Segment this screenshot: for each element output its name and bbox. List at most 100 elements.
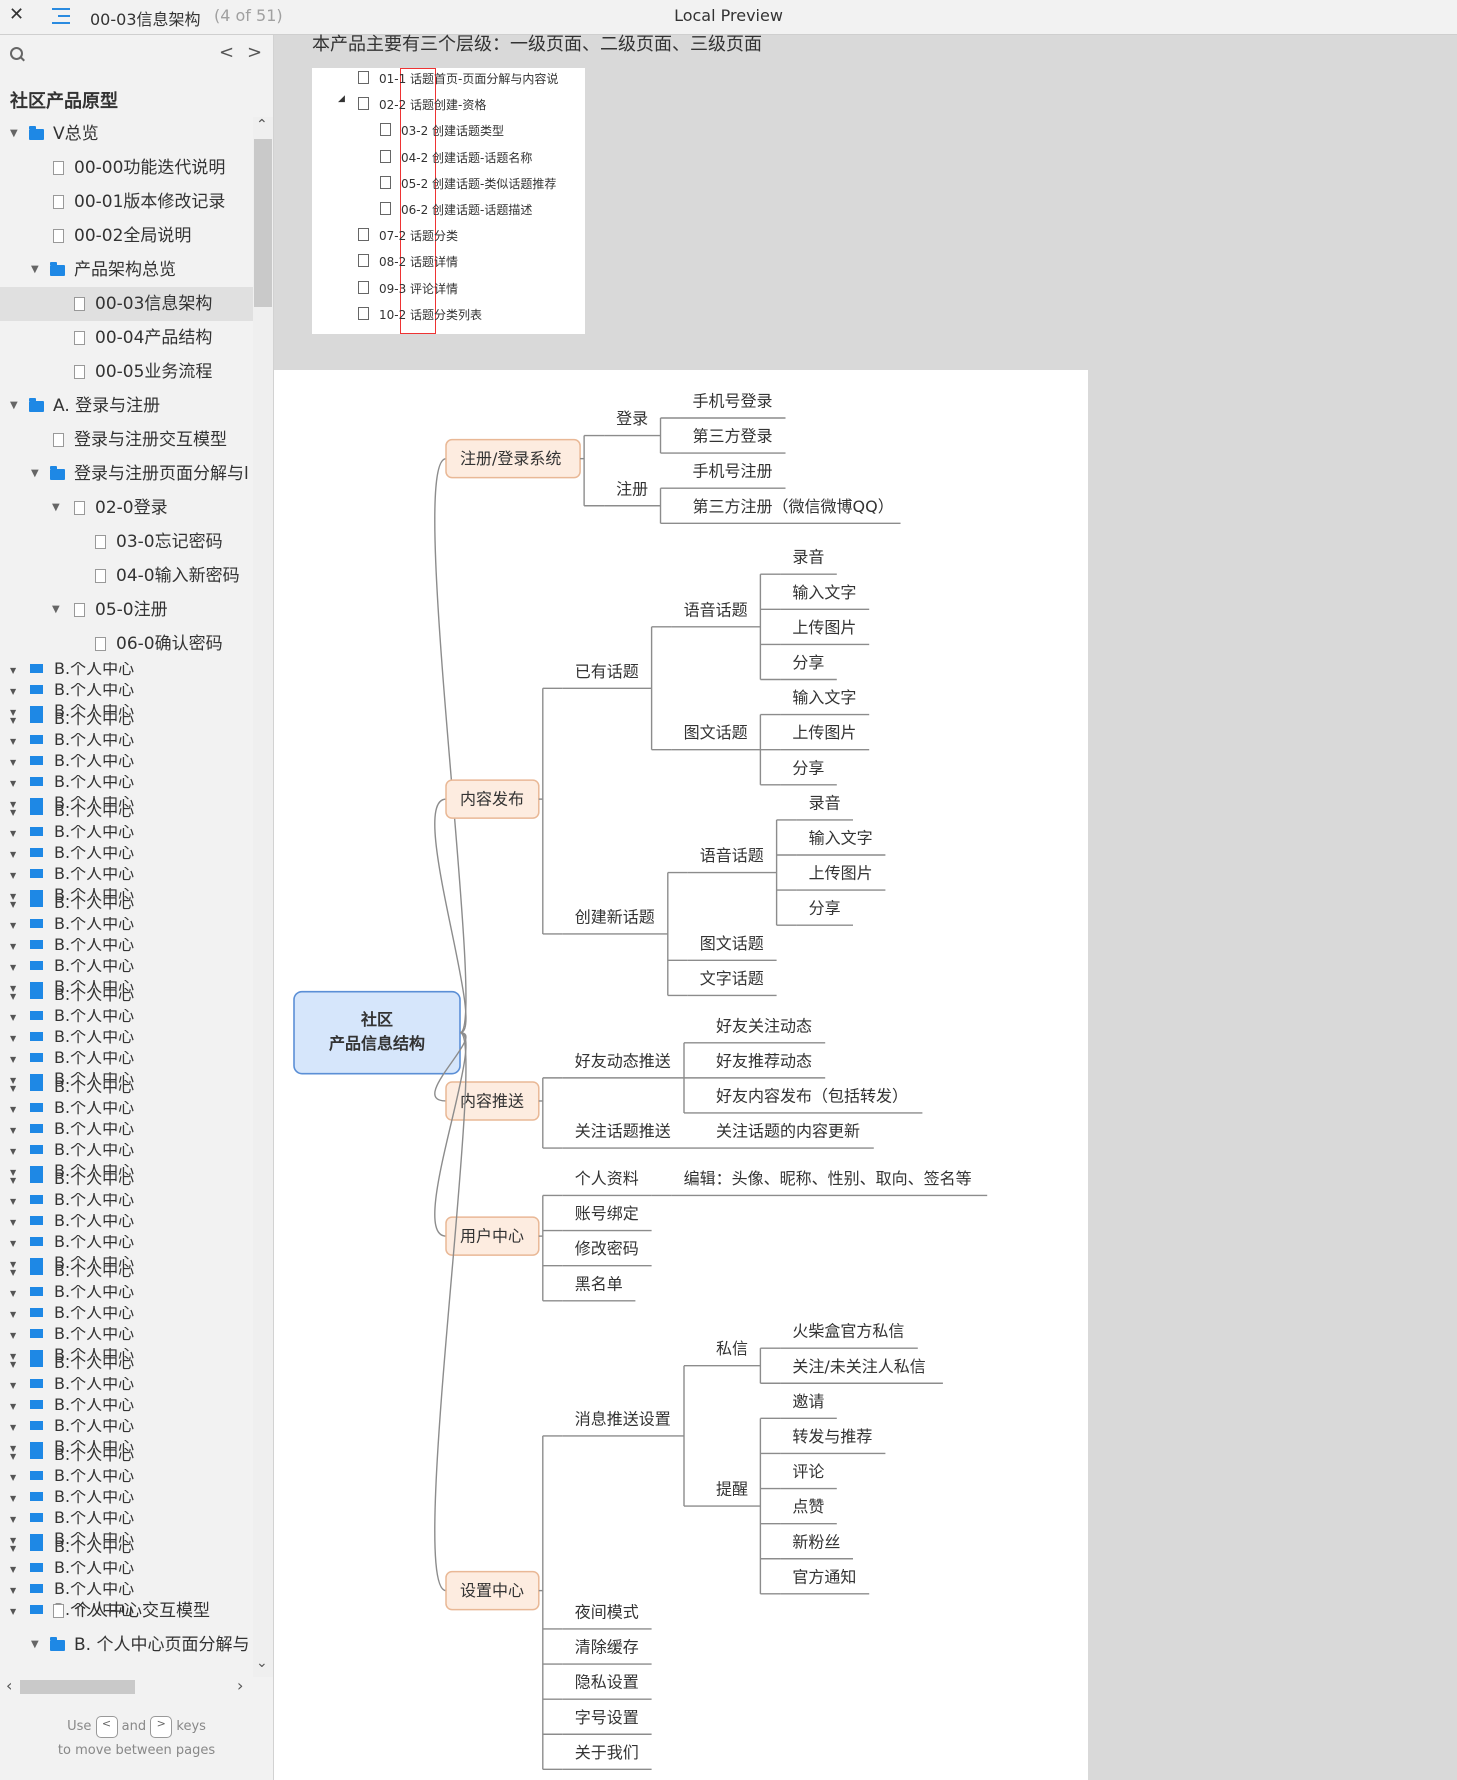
tree-folder-glitch-row[interactable]: ▼B.个人中心 (0, 1172, 253, 1186)
tree-page-a1[interactable]: 00-00功能迭代说明 (0, 151, 253, 185)
expand-toggle-icon[interactable]: ▼ (10, 1536, 17, 1545)
tree-folder-glitch-row[interactable]: ▼B.个人中心 (0, 867, 253, 881)
tree-folder-glitch-row[interactable]: ▼B.个人中心 (0, 662, 253, 676)
tree-folder-glitch-row[interactable]: ▼B.个人中心 (0, 1448, 253, 1462)
expand-toggle-icon[interactable]: ▼ (10, 1084, 17, 1093)
tree-folder-glitch-row[interactable]: ▼B.个人中心 (0, 1164, 253, 1178)
tree-folder-glitch-row[interactable]: ▼B.个人中心 (0, 1285, 253, 1299)
expand-toggle-icon[interactable]: ▼ (10, 1147, 17, 1156)
tree-folder-glitch-row[interactable]: ▼B.个人中心 (0, 1603, 253, 1617)
tree-folder-a10[interactable]: ▼登录与注册页面分解与l (0, 457, 253, 491)
tree-folder-glitch-row[interactable]: ▼B.个人中心 (0, 1143, 253, 1157)
tree-folder-glitch-row[interactable]: ▼B.个人中心 (0, 1419, 253, 1433)
expand-toggle-icon[interactable]: ▼ (10, 1168, 17, 1177)
tree-folder-glitch-row[interactable]: ▼B.个人中心 (0, 1356, 253, 1370)
expand-toggle-icon[interactable]: ▼ (10, 984, 17, 993)
expand-toggle-icon[interactable]: ▼ (10, 1473, 17, 1482)
tree-folder-glitch-row[interactable]: ▼B.个人中心 (0, 1440, 253, 1454)
tree-folder-glitch-row[interactable]: ▼B.个人中心 (0, 1327, 253, 1341)
scroll-right-icon[interactable]: › (237, 1676, 244, 1695)
tree-folder-glitch-row[interactable]: ▼B.个人中心 (0, 1122, 253, 1136)
expand-toggle-icon[interactable]: ▼ (31, 1639, 39, 1650)
tree-folder-glitch-row[interactable]: ▼B.个人中心 (0, 896, 253, 910)
expand-toggle-icon[interactable]: ▼ (10, 1310, 17, 1319)
tree-folder-glitch-row[interactable]: ▼B.个人中心 (0, 683, 253, 697)
expand-toggle-icon[interactable]: ▼ (10, 1544, 17, 1553)
tree-folder-glitch-row[interactable]: ▼B.个人中心 (0, 825, 253, 839)
tree-page-a7[interactable]: 00-05业务流程 (0, 355, 253, 389)
tree-folder-a4[interactable]: ▼产品架构总览 (0, 253, 253, 287)
tree-folder-glitch-row[interactable]: ▼B.个人中心 (0, 1306, 253, 1320)
tree-folder-glitch-row[interactable]: ▼B.个人中心 (0, 1398, 253, 1412)
expand-toggle-icon[interactable]: ▼ (10, 900, 17, 909)
tree-folder-glitch-row[interactable]: ▼B.个人中心 (0, 1582, 253, 1596)
expand-toggle-icon[interactable]: ▼ (10, 1055, 17, 1064)
tree-folder-glitch-row[interactable]: ▼B.个人中心 (0, 1256, 253, 1270)
expand-toggle-icon[interactable]: ▼ (10, 800, 17, 809)
expand-toggle-icon[interactable]: ▼ (10, 1565, 17, 1574)
prev-page-button[interactable]: < (219, 42, 235, 63)
tree-folder-glitch-row[interactable]: ▼B.个人中心 (0, 733, 253, 747)
tree-folder-glitch-row[interactable]: ▼B.个人中心 (0, 1561, 253, 1575)
tree-folder-glitch-row[interactable]: ▼B.个人中心 (0, 1080, 253, 1094)
expand-toggle-icon[interactable]: ▼ (10, 1586, 17, 1595)
tree-folder-glitch-row[interactable]: ▼B.个人中心 (0, 804, 253, 818)
expand-toggle-icon[interactable]: ▼ (10, 1197, 17, 1206)
tree-folder-glitch-row[interactable]: ▼B.个人中心 (0, 1348, 253, 1362)
tree-folder-b1[interactable]: ▼B. 个人中心页面分解与 (0, 1628, 253, 1662)
expand-toggle-icon[interactable]: ▼ (10, 942, 17, 951)
tree-folder-glitch-row[interactable]: ▼B.个人中心 (0, 917, 253, 931)
expand-toggle-icon[interactable]: ▼ (10, 871, 17, 880)
expand-toggle-icon[interactable]: ▼ (10, 1260, 17, 1269)
tree-folder-a0[interactable]: ▼V总览 (0, 117, 253, 151)
tree-folder-glitch-row[interactable]: ▼B.个人中心 (0, 888, 253, 902)
tree-folder-glitch-row[interactable]: ▼B.个人中心 (0, 938, 253, 952)
expand-toggle-icon[interactable]: ▼ (10, 1352, 17, 1361)
expand-toggle-icon[interactable]: ▼ (10, 1444, 17, 1453)
expand-toggle-icon[interactable]: ▼ (10, 1013, 17, 1022)
tree-folder-glitch-row[interactable]: ▼B.个人中心 (0, 1051, 253, 1065)
expand-toggle-icon[interactable]: ▼ (10, 1515, 17, 1524)
sidebar-scrollbar[interactable] (253, 117, 273, 1677)
expand-toggle-icon[interactable]: ▼ (10, 1381, 17, 1390)
search-icon[interactable] (10, 47, 23, 60)
tree-folder-glitch-row[interactable]: ▼B.个人中心 (0, 704, 253, 718)
tree-page-a14[interactable]: ▼05-0注册 (0, 593, 253, 627)
expand-toggle-icon[interactable]: ▼ (10, 1402, 17, 1411)
tree-folder-a8[interactable]: ▼A. 登录与注册 (0, 389, 253, 423)
tree-page-b0[interactable]: 个人中心交互模型 (0, 1594, 253, 1628)
expand-toggle-icon[interactable]: ▼ (10, 1218, 17, 1227)
tree-folder-glitch-row[interactable]: ▼B.个人中心 (0, 1030, 253, 1044)
tree-folder-glitch-row[interactable]: ▼B.个人中心 (0, 846, 253, 860)
expand-toggle-icon[interactable]: ▼ (10, 1034, 17, 1043)
expand-toggle-icon[interactable]: ▼ (10, 992, 17, 1001)
expand-toggle-icon[interactable]: ▼ (10, 1105, 17, 1114)
tree-folder-glitch-row[interactable]: ▼B.个人中心 (0, 1540, 253, 1554)
expand-toggle-icon[interactable]: ▼ (10, 1126, 17, 1135)
expand-toggle-icon[interactable]: ▼ (10, 400, 18, 411)
expand-toggle-icon[interactable]: ▼ (10, 737, 17, 746)
tree-folder-glitch-row[interactable]: ▼B.个人中心 (0, 1214, 253, 1228)
tree-folder-glitch-row[interactable]: ▼B.个人中心 (0, 1193, 253, 1207)
sidebar-horizontal-scrollbar[interactable]: ‹ › (0, 1675, 253, 1697)
expand-toggle-icon[interactable]: ▼ (10, 779, 17, 788)
tree-page-a9[interactable]: 登录与注册交互模型 (0, 423, 253, 457)
tree-page-a15[interactable]: 06-0确认密码 (0, 627, 253, 661)
tree-page-a6[interactable]: 00-04产品结构 (0, 321, 253, 355)
expand-toggle-icon[interactable]: ▼ (10, 1360, 17, 1369)
expand-toggle-icon[interactable]: ▼ (52, 604, 60, 615)
tree-folder-glitch-row[interactable]: ▼B.个人中心 (0, 775, 253, 789)
tree-page-a11[interactable]: ▼02-0登录 (0, 491, 253, 525)
expand-toggle-icon[interactable]: ▼ (10, 758, 17, 767)
expand-toggle-icon[interactable]: ▼ (10, 1076, 17, 1085)
tree-page-a12[interactable]: 03-0忘记密码 (0, 525, 253, 559)
sitemap-menu-icon[interactable] (52, 6, 74, 26)
next-page-button[interactable]: > (247, 42, 263, 63)
expand-toggle-icon[interactable]: ▼ (10, 687, 17, 696)
tree-folder-glitch-row[interactable]: ▼B.个人中心 (0, 1532, 253, 1546)
expand-toggle-icon[interactable]: ▼ (10, 1452, 17, 1461)
expand-toggle-icon[interactable]: ▼ (10, 716, 17, 725)
horizontal-scrollbar-thumb[interactable] (20, 1680, 135, 1694)
tree-folder-glitch-row[interactable]: ▼B.个人中心 (0, 1264, 253, 1278)
expand-toggle-icon[interactable]: ▼ (52, 502, 60, 513)
